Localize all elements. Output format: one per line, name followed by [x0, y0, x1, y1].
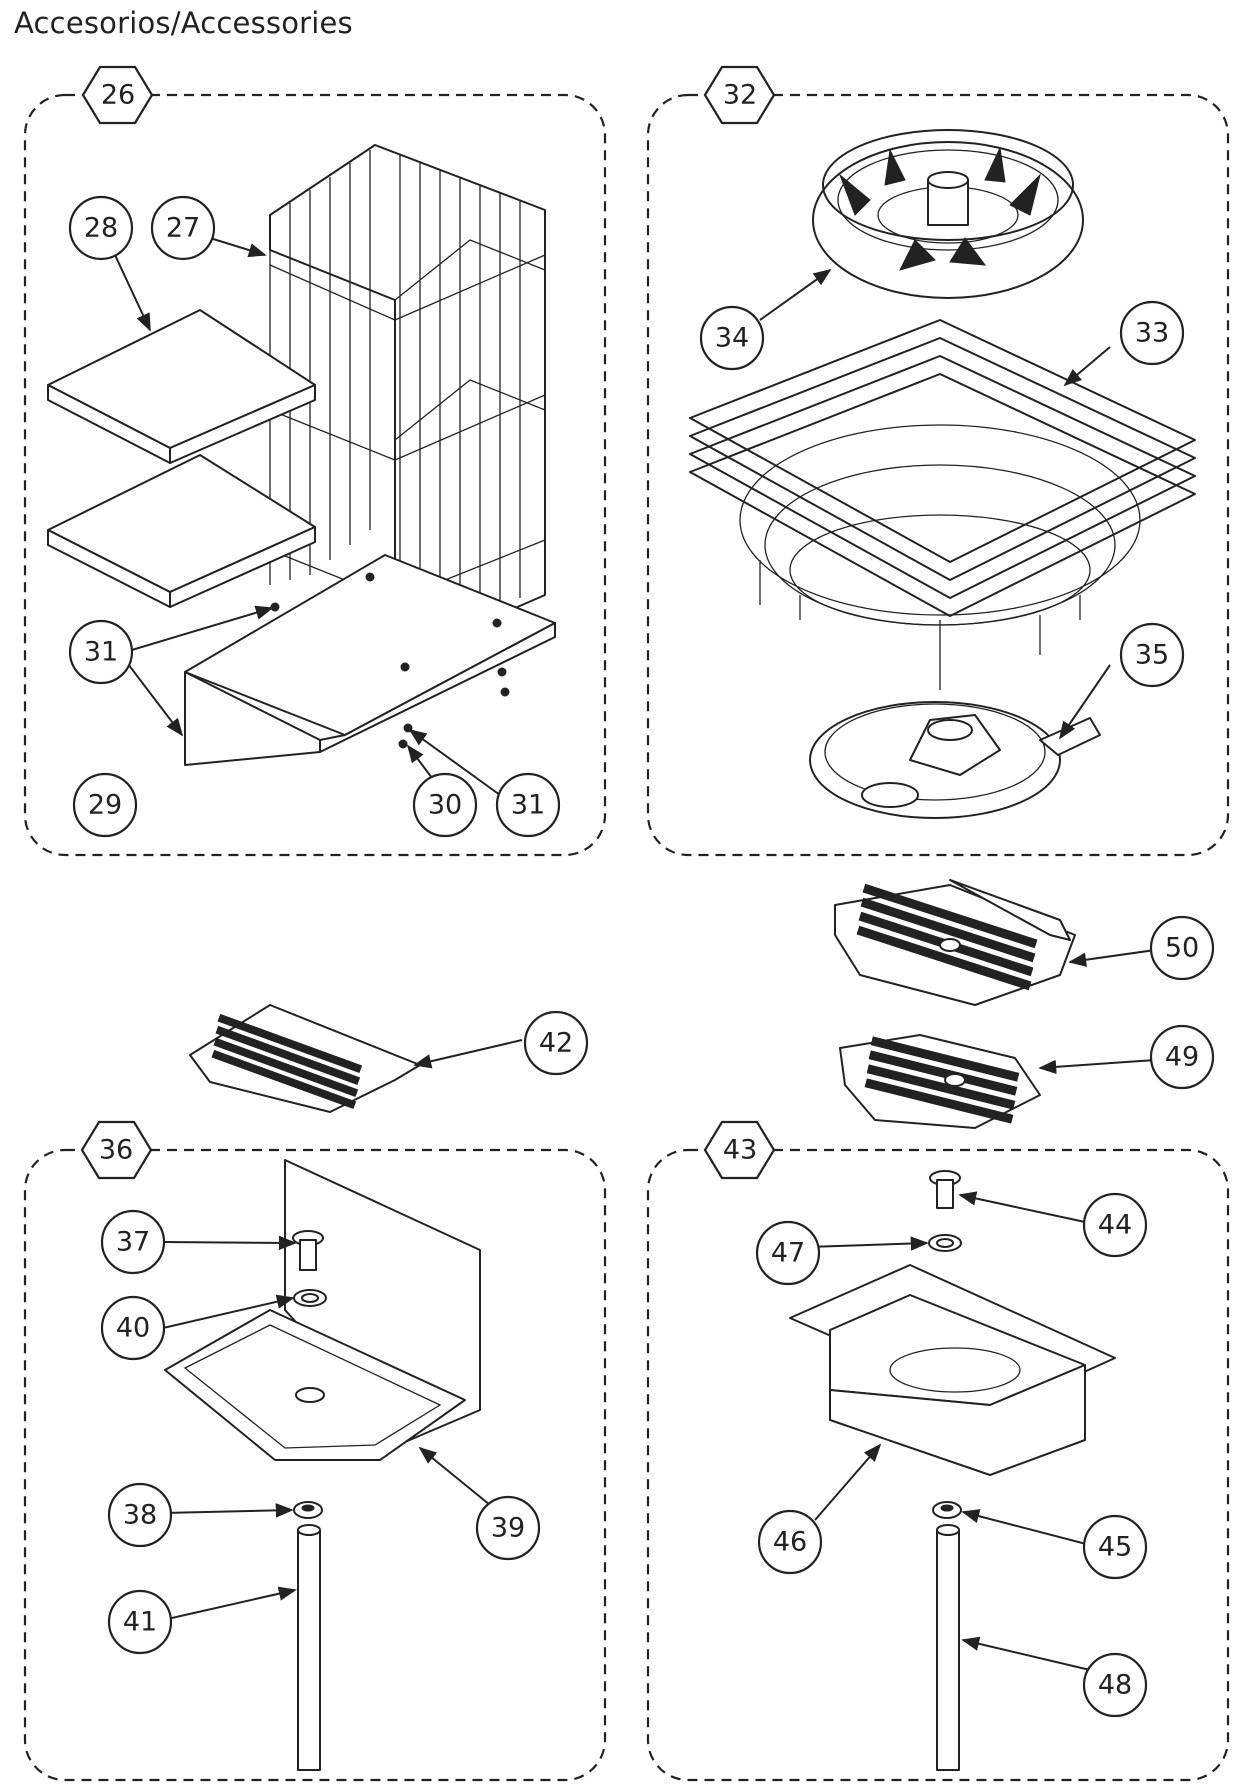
callout-28: 28 — [68, 195, 134, 261]
svg-text:37: 37 — [116, 1227, 150, 1258]
angled-grate-42-part — [189, 1004, 421, 1113]
drain-plug-44-part — [929, 1170, 961, 1209]
callout-44: 44 — [1082, 1192, 1148, 1258]
base-bracket-part — [184, 554, 556, 766]
callout-50: 50 — [1149, 915, 1215, 981]
svg-text:28: 28 — [84, 213, 118, 244]
svg-text:50: 50 — [1165, 933, 1199, 964]
gasket-47-part — [928, 1234, 962, 1252]
callout-29: 29 — [72, 772, 138, 838]
svg-text:46: 46 — [773, 1527, 807, 1558]
callout-33: 33 — [1119, 300, 1185, 366]
callout-27: 27 — [150, 195, 216, 261]
svg-text:42: 42 — [539, 1028, 573, 1059]
svg-text:30: 30 — [428, 790, 462, 821]
callout-31a: 31 — [68, 619, 134, 685]
group-box-26: 26 — [23, 65, 607, 857]
spinner-basket-part — [812, 129, 1084, 299]
group-label-26: 26 — [101, 80, 135, 111]
svg-text:41: 41 — [123, 1607, 157, 1638]
leader-lines — [114, 237, 1156, 1671]
svg-text:27: 27 — [166, 213, 200, 244]
shelf-panel-part — [47, 309, 316, 608]
callout-46: 46 — [757, 1509, 823, 1575]
pipe-41-part — [297, 1524, 321, 1771]
drain-grate-49-part — [839, 1034, 1041, 1129]
basin-46-part — [789, 1264, 1116, 1476]
group-box-32: 32 — [646, 65, 1230, 857]
callout-41: 41 — [107, 1589, 173, 1655]
group-box-43: 43 — [646, 1120, 1230, 1782]
page-title: Accesorios/Accessories — [14, 6, 353, 40]
callout-40: 40 — [100, 1295, 166, 1361]
svg-text:49: 49 — [1165, 1042, 1199, 1073]
nut-38-part — [293, 1501, 323, 1519]
svg-text:31: 31 — [84, 637, 118, 668]
svg-text:38: 38 — [123, 1500, 157, 1531]
svg-text:34: 34 — [715, 323, 749, 354]
group-label-43: 43 — [723, 1135, 757, 1166]
drain-grate-50-part — [834, 879, 1076, 1006]
group-label-32: 32 — [723, 80, 757, 111]
callout-30: 30 — [412, 772, 478, 838]
sink-basin-39-part — [164, 1159, 481, 1461]
svg-text:48: 48 — [1098, 1670, 1132, 1701]
pipe-48-part — [936, 1524, 960, 1771]
svg-text:39: 39 — [491, 1513, 525, 1544]
svg-text:31: 31 — [511, 790, 545, 821]
svg-text:29: 29 — [88, 790, 122, 821]
svg-text:40: 40 — [116, 1313, 150, 1344]
drip-tray-part — [809, 701, 1101, 819]
callout-45: 45 — [1082, 1514, 1148, 1580]
svg-text:47: 47 — [771, 1238, 805, 1269]
callout-38: 38 — [107, 1482, 173, 1548]
gasket-40-part — [293, 1289, 327, 1307]
svg-text:45: 45 — [1098, 1532, 1132, 1563]
group-label-36: 36 — [99, 1135, 133, 1166]
callout-34: 34 — [699, 305, 765, 371]
callout-31b: 31 — [495, 772, 561, 838]
nut-45-part — [932, 1501, 962, 1519]
callout-42: 42 — [523, 1010, 589, 1076]
svg-text:33: 33 — [1135, 318, 1169, 349]
callout-39: 39 — [475, 1495, 541, 1561]
callout-35: 35 — [1119, 622, 1185, 688]
callout-49: 49 — [1149, 1024, 1215, 1090]
callout-37: 37 — [100, 1209, 166, 1275]
square-wire-basket-part — [689, 319, 1196, 690]
svg-text:35: 35 — [1135, 640, 1169, 671]
callout-48: 48 — [1082, 1652, 1148, 1718]
group-box-36: 36 — [23, 1120, 607, 1782]
svg-text:44: 44 — [1098, 1210, 1132, 1241]
callout-47: 47 — [755, 1220, 821, 1286]
